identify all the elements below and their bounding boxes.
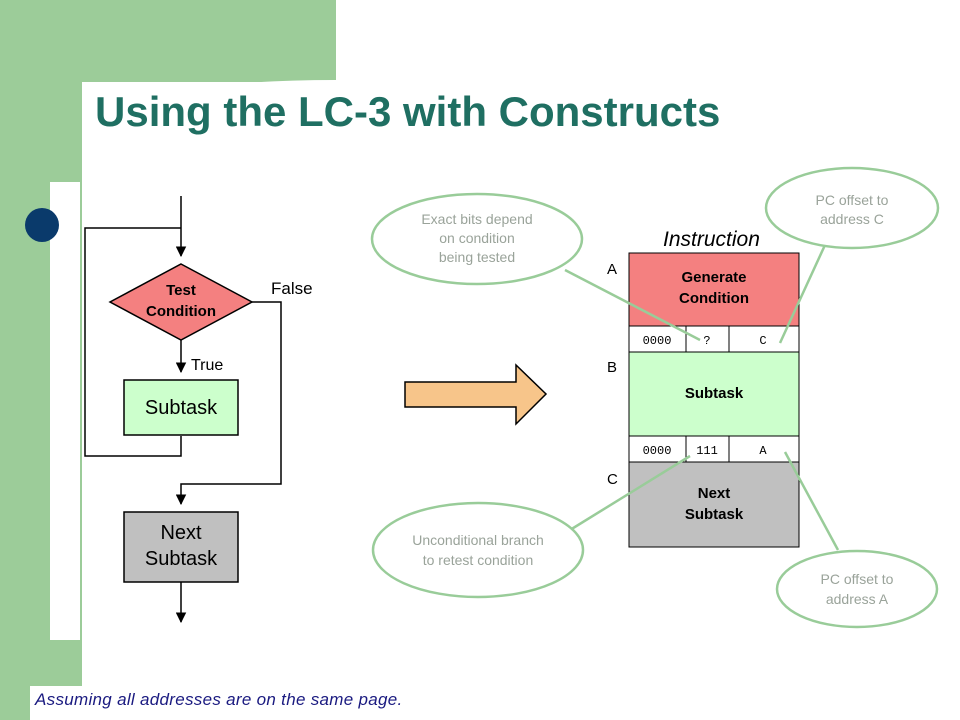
top-green-band	[0, 0, 336, 82]
callout-exact-bits	[370, 192, 584, 286]
instruction-subtask-text: Subtask	[685, 385, 744, 402]
content-notch	[50, 182, 80, 640]
footer-note: Assuming all addresses are on the same p…	[35, 690, 403, 709]
branch-row-2	[628, 435, 800, 463]
loop-back-line	[84, 227, 182, 457]
navy-bullet-dot	[25, 208, 59, 242]
false-label: False	[271, 279, 313, 298]
instruction-subtask-block	[628, 351, 800, 437]
label-c: C	[607, 471, 618, 488]
branch-row-1	[628, 325, 800, 353]
footer-strip	[0, 686, 960, 720]
row1-offset: C	[759, 334, 766, 348]
row1-nzp: ?	[703, 334, 710, 348]
subtask-box	[123, 379, 239, 436]
instruction-header: Instruction	[663, 228, 760, 251]
row2-offset: A	[759, 444, 767, 458]
transform-arrow-icon	[404, 363, 548, 426]
row2-opcode: 0000	[643, 444, 672, 458]
label-a: A	[607, 261, 617, 278]
slide-title: Using the LC-3 with Constructs	[95, 88, 721, 135]
callout-pc-offset-c	[764, 166, 940, 250]
callout-unconditional	[371, 501, 585, 599]
row1-opcode: 0000	[643, 334, 672, 348]
footer-band-corner	[0, 686, 30, 720]
row2-nzp: 111	[696, 444, 718, 458]
subtask-text: Subtask	[145, 397, 218, 419]
decision-diamond	[108, 263, 254, 341]
generate-condition-block	[628, 252, 800, 327]
next-subtask-box	[123, 511, 239, 583]
instruction-next-block	[628, 461, 800, 548]
callout-pc-offset-a	[775, 549, 939, 629]
label-b: B	[607, 359, 617, 376]
false-branch-line	[175, 301, 282, 506]
true-label: True	[191, 357, 223, 374]
